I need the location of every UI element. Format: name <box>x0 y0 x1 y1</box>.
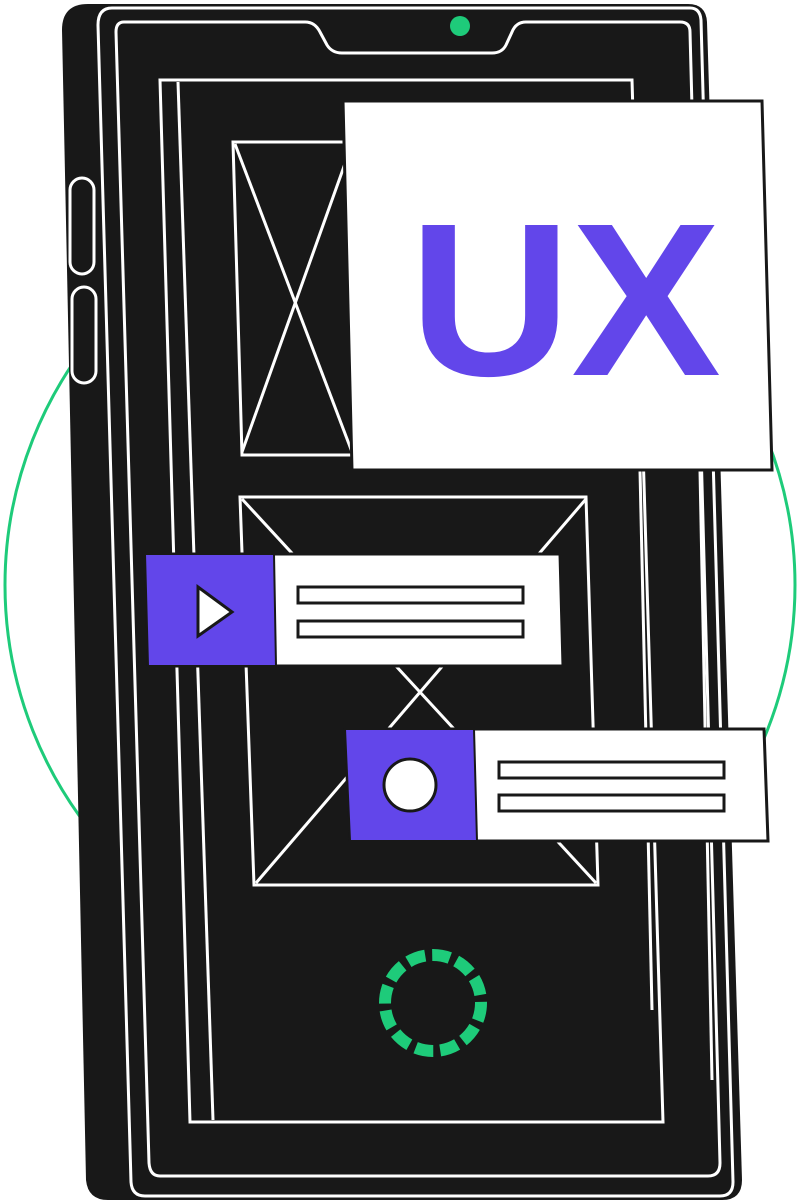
volume-up-button <box>68 176 96 276</box>
camera-dot-icon <box>450 16 470 36</box>
play-icon[interactable] <box>196 584 235 639</box>
image-placeholder-top <box>231 140 356 457</box>
ux-card-title: UX <box>409 179 721 422</box>
loading-ring-icon <box>379 949 487 1057</box>
ux-card <box>341 99 774 472</box>
screen-frame <box>158 78 665 1124</box>
media-card-play[interactable] <box>143 552 565 668</box>
text-line-placeholder <box>497 793 726 813</box>
phone-bezel-outline <box>96 6 735 1198</box>
volume-down-button <box>70 285 98 385</box>
text-line-placeholder <box>296 619 525 639</box>
record-circle-icon[interactable] <box>382 757 438 813</box>
media-card-record[interactable] <box>343 727 770 843</box>
text-line-placeholder <box>497 760 726 780</box>
phone-screen-outline <box>114 20 722 1178</box>
text-line-placeholder <box>296 585 525 605</box>
